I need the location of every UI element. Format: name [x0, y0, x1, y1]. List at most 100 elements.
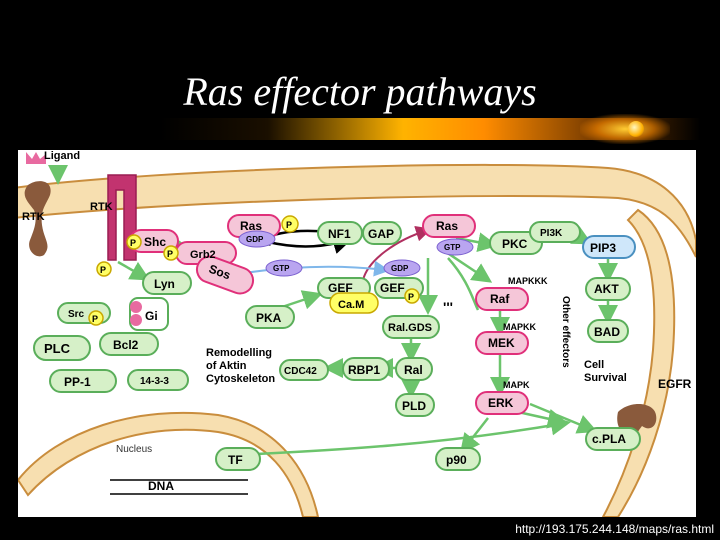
- lyn-label: Lyn: [154, 277, 175, 291]
- pka-node: [245, 305, 295, 329]
- raf-node: [475, 287, 529, 311]
- plc-label: PLC: [44, 341, 71, 356]
- sos-node: [195, 255, 255, 295]
- mek-node: [475, 331, 529, 355]
- gdp-right-label: GDP: [391, 264, 409, 273]
- ralgds-node: [382, 315, 440, 339]
- remodelling-label-3: Cytoskeleton: [206, 373, 275, 385]
- cell-membrane: [18, 163, 696, 258]
- ras-pathway-diagram: Ligand RTK RTK EGFR: [18, 150, 696, 517]
- ras-right-label: Ras: [436, 219, 458, 233]
- grb2-label: Grb2: [190, 249, 216, 261]
- gtp-right-node: [436, 238, 474, 256]
- akt-label: AKT: [594, 282, 619, 296]
- inner-membrane: [601, 208, 676, 517]
- cell-survival-label-1: Cell: [584, 359, 604, 371]
- dots-label: ''': [443, 299, 453, 315]
- gi-dot-1: [130, 301, 142, 313]
- phosphate-lyn: [96, 261, 112, 277]
- arrow-tf-nucleus: [237, 415, 571, 457]
- cpla-label: c.PLA: [592, 432, 626, 446]
- erk-node: [475, 391, 529, 415]
- arrow-ras-lyn: [117, 260, 151, 281]
- plc-node: [33, 335, 91, 361]
- p90-node: [435, 447, 481, 471]
- remodelling-label-2: of Aktin: [206, 360, 247, 372]
- ligand-icon: [26, 152, 46, 164]
- cam-label: Ca.M: [338, 299, 364, 311]
- p-label-lyn: P: [100, 265, 106, 275]
- nf1-label: NF1: [328, 227, 351, 241]
- ligand-label: Ligand: [44, 150, 80, 162]
- pp1-node: [49, 369, 117, 393]
- pkc-label: PKC: [502, 237, 528, 251]
- dna-label: DNA: [148, 479, 174, 493]
- pld-node: [395, 393, 435, 417]
- gi-dot-2: [130, 314, 142, 326]
- pi3k-node: [529, 221, 581, 243]
- gtp-right-label: GTP: [444, 243, 461, 252]
- phosphate-shc: [126, 234, 142, 250]
- pp1-label: PP-1: [64, 375, 91, 389]
- arrow-ras-mapkkk: [447, 257, 480, 311]
- shc-label: Shc: [144, 235, 166, 249]
- bcl2-label: Bcl2: [113, 338, 139, 352]
- rtk-left-label: RTK: [22, 211, 45, 223]
- phosphate-grb2: [163, 245, 179, 261]
- gef2-label: GEF: [380, 281, 405, 295]
- p-label-gef: P: [408, 292, 414, 302]
- gdp-top-node: [238, 230, 276, 248]
- ral-node: [395, 357, 433, 381]
- cell-survival-label-2: Survival: [584, 372, 627, 384]
- mek-label: MEK: [488, 336, 515, 350]
- gef-label: GEF: [328, 281, 353, 295]
- raf-label: Raf: [490, 292, 510, 306]
- nucleus-membrane: [18, 411, 320, 517]
- other-effectors-label: Other effectors: [560, 296, 571, 368]
- gtp-left-label: GTP: [273, 264, 290, 273]
- p1433-label: 14-3-3: [140, 376, 169, 387]
- arrow-gef-ras: [362, 225, 432, 281]
- phosphate-ras: [281, 215, 299, 233]
- gap-node: [362, 221, 402, 245]
- phosphate-src: [88, 310, 104, 326]
- bcl2-node: [99, 332, 159, 356]
- ras-top-label: Ras: [240, 219, 262, 233]
- p-label-grb2: P: [167, 249, 173, 259]
- slide-title: Ras effector pathways: [183, 69, 537, 114]
- arrow-erk-p90: [459, 417, 489, 454]
- mapkkk-label: MAPKKK: [508, 276, 548, 286]
- src-label: Src: [68, 309, 85, 320]
- rbp1-label: RBP1: [348, 363, 380, 377]
- cam-node: [329, 292, 379, 314]
- pld-label: PLD: [402, 399, 426, 413]
- ralgds-label: Ral.GDS: [388, 322, 432, 334]
- lyn-node: [142, 271, 192, 295]
- arrow-ras-raf: [445, 250, 493, 283]
- rtk-right-label: RTK: [90, 201, 113, 213]
- bad-label: BAD: [594, 325, 620, 339]
- gi-label: Gi: [145, 309, 158, 323]
- title-underline-bar: [160, 114, 700, 144]
- ras-right-node: [422, 214, 476, 238]
- tf-label: TF: [228, 453, 243, 467]
- erk-label: ERK: [488, 396, 514, 410]
- pip3-label: PIP3: [590, 241, 616, 255]
- p-label-src: P: [92, 314, 98, 324]
- gdp-top-label: GDP: [246, 235, 264, 244]
- p90-label: p90: [446, 453, 467, 467]
- gtp-left-node: [265, 259, 303, 277]
- gap-label: GAP: [368, 227, 394, 241]
- phosphate-gef: [404, 288, 420, 304]
- mapkk-label: MAPKK: [503, 322, 536, 332]
- p-label-shc: P: [130, 238, 136, 248]
- bad-node: [587, 319, 629, 343]
- egfr-label: EGFR: [658, 377, 692, 391]
- ral-label: Ral: [404, 363, 423, 377]
- pka-label: PKA: [256, 311, 282, 325]
- mapk-label: MAPK: [503, 380, 530, 390]
- footer-url: http://193.175.244.148/maps/ras.html: [515, 522, 714, 536]
- cpla-node: [585, 427, 641, 451]
- rtk-left-icon: [24, 181, 51, 257]
- nucleus-label: Nucleus: [116, 444, 152, 455]
